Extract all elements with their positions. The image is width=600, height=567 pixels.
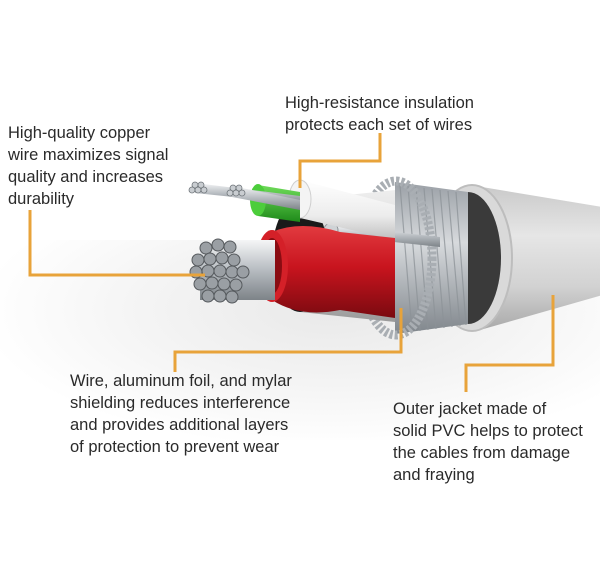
callout-line-insulation	[298, 133, 382, 188]
callout-line-copper	[28, 210, 205, 277]
callout-line-text: the cables from damage	[393, 444, 571, 462]
braided-shield	[355, 176, 468, 340]
callout-line-text: Wire, aluminum foil, and mylar	[70, 372, 292, 390]
callout-line-text: shielding reduces interference	[70, 394, 291, 412]
callout-line-text: and provides additional layers	[70, 416, 289, 434]
callout-line-text: and fraying	[393, 466, 475, 484]
callout-line-text: of protection to prevent wear	[70, 438, 280, 456]
callout-line-shielding	[173, 308, 403, 372]
callout-outer-jacket: Outer jacket made of solid PVC helps to …	[393, 398, 583, 486]
signal-wire-strands	[188, 181, 300, 210]
callout-shielding: Wire, aluminum foil, and mylar shielding…	[70, 370, 292, 458]
callout-copper-wire: High-quality copper wire maximizes signa…	[8, 122, 168, 210]
callout-line-text: wire maximizes signal	[8, 146, 169, 164]
red-insulated-wire	[256, 226, 395, 318]
callout-line-text: durability	[8, 190, 75, 208]
callout-line-text: quality and increases	[8, 168, 164, 186]
callout-line-jacket	[464, 295, 555, 392]
callout-line-text: Outer jacket made of	[393, 400, 547, 418]
callout-line-text: protects each set of wires	[285, 116, 473, 134]
callout-insulation: High-resistance insulation protects each…	[285, 92, 474, 136]
callout-line-text: High-quality copper	[8, 124, 151, 142]
copper-wire-bundle	[189, 238, 275, 304]
callout-line-text: solid PVC helps to protect	[393, 422, 583, 440]
callout-line-text: High-resistance insulation	[285, 94, 474, 112]
